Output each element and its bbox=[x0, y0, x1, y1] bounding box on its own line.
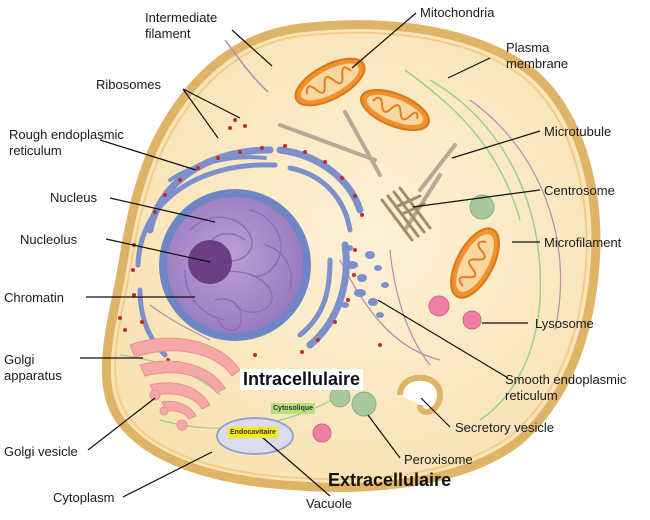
endocavitaire-tag: Endocavitaire bbox=[228, 427, 278, 438]
label-microtubule: Microtubule bbox=[544, 124, 612, 139]
label-rough-er: Rough endoplasmic reticulum bbox=[9, 127, 124, 158]
label-golgi-apparatus: Golgi apparatus bbox=[4, 352, 62, 383]
mitochondrion-3 bbox=[450, 227, 500, 299]
label-peroxisome: Peroxisome bbox=[404, 452, 473, 467]
cytosolique-tag: Cytosolique bbox=[271, 403, 316, 414]
label-smooth-er: Smooth endoplasmic reticulum bbox=[505, 372, 627, 403]
secretory-vesicle bbox=[397, 374, 444, 415]
label-chromatin: Chromatin bbox=[4, 290, 64, 305]
label-vacuole: Vacuole bbox=[306, 496, 353, 511]
mitochondrion-1 bbox=[294, 57, 366, 107]
label-secretory-vesicle: Secretory vesicle bbox=[455, 420, 554, 435]
leader-lines bbox=[80, 12, 541, 498]
label-microfilament: Microfilament bbox=[544, 235, 622, 250]
label-cytoplasm: Cytoplasm bbox=[53, 490, 115, 505]
label-plasma-membrane: Plasma membrane bbox=[506, 40, 569, 71]
label-nucleolus: Nucleolus bbox=[20, 232, 78, 247]
label-ribosomes: Ribosomes bbox=[96, 77, 162, 92]
label-mitochondria: Mitochondria bbox=[420, 5, 495, 20]
nucleus bbox=[159, 189, 311, 341]
label-lysosome: Lysosome bbox=[535, 316, 594, 331]
intracellulaire-label: Intracellulaire bbox=[240, 369, 364, 390]
extracellulaire-label: Extracellulaire bbox=[328, 470, 452, 490]
microtubules bbox=[278, 110, 457, 232]
golgi-apparatus bbox=[129, 337, 241, 420]
label-centrosome: Centrosome bbox=[544, 183, 615, 198]
plasma-membrane-inner bbox=[114, 31, 588, 481]
lysosomes bbox=[312, 295, 482, 443]
label-nucleus: Nucleus bbox=[50, 190, 97, 205]
smooth-endoplasmic-reticulum bbox=[341, 245, 389, 318]
label-golgi-vesicle: Golgi vesicle bbox=[4, 444, 78, 459]
label-intermediate-filament: Intermediate filament bbox=[145, 10, 218, 41]
mitochondrion-2 bbox=[360, 88, 430, 132]
peroxisomes bbox=[329, 194, 495, 417]
golgi-vesicles bbox=[149, 389, 188, 431]
